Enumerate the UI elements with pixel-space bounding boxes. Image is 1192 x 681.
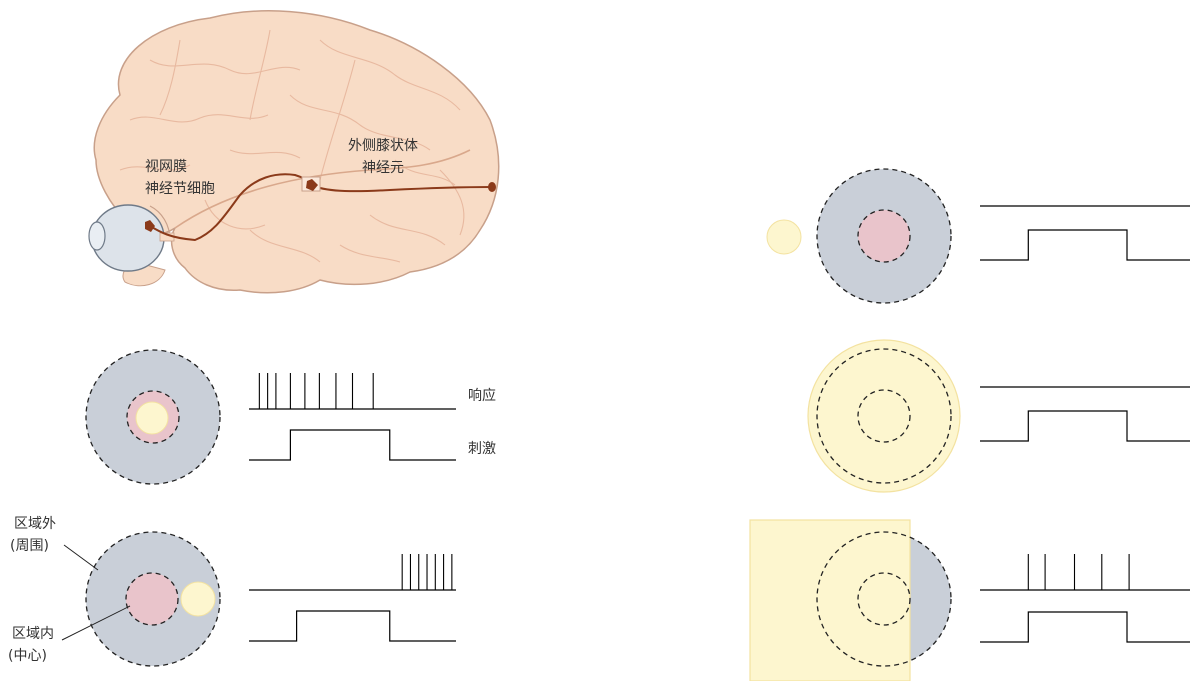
- lateral-sulcus: [174, 149, 471, 229]
- response-label: 响应: [468, 387, 496, 404]
- stimulus-step: [249, 429, 456, 461]
- optic-radiation: [312, 185, 493, 193]
- stimulus-trace: [249, 429, 456, 461]
- response-trace: [980, 554, 1190, 591]
- receptive-field-diffuse-light: [807, 339, 961, 493]
- stimulus-trace: [980, 229, 1190, 261]
- stimulus-step: [980, 410, 1190, 442]
- stimulus-step: [249, 610, 456, 642]
- receptive-field-light-outside: [766, 168, 952, 304]
- center-pointer: [61, 605, 131, 641]
- receptive-field-edge-light: [749, 519, 952, 681]
- lgn-label-line1: 外侧膝状体: [348, 138, 418, 154]
- retina-label-line1: 视网膜: [145, 159, 187, 175]
- surround-label-line1: 区域外: [14, 516, 56, 532]
- retina-label-line2: 神经节细胞: [145, 181, 215, 197]
- retinal-ganglion-cell-icon: [145, 220, 155, 232]
- trace-light-outside: [980, 205, 1190, 261]
- stimulus-trace: [980, 611, 1190, 643]
- brain-gyri-texture: [119, 29, 465, 263]
- stimulus-trace: [249, 610, 456, 642]
- surround-pointer: [63, 544, 99, 571]
- brain-illustration: 视网膜 神经节细胞 外侧膝状体 神经元: [88, 10, 500, 294]
- trace-diffuse-light: [980, 386, 1190, 442]
- response-trace: [249, 554, 456, 591]
- center-label-line1: 区域内: [12, 626, 54, 642]
- center-label-line2: (中心): [8, 648, 47, 664]
- response-trace: [249, 373, 456, 410]
- receptive-field-center-light: [85, 349, 221, 485]
- cortex-terminal-icon: [488, 182, 496, 192]
- surround-label-line2: (周围): [10, 538, 49, 554]
- eye-icon: [88, 204, 175, 287]
- lgn-box-icon: [301, 176, 321, 192]
- stimulus-step: [980, 229, 1190, 261]
- trace-surround-light: [249, 554, 456, 642]
- stimulus-trace: [980, 410, 1190, 442]
- receptive-field-surround-light: [85, 531, 221, 667]
- trace-center-light: [249, 373, 456, 461]
- lgn-label-line2: 神经元: [362, 160, 404, 176]
- stimulus-step: [980, 611, 1190, 643]
- stimulus-label: 刺激: [468, 440, 496, 457]
- trace-edge-light: [980, 554, 1190, 643]
